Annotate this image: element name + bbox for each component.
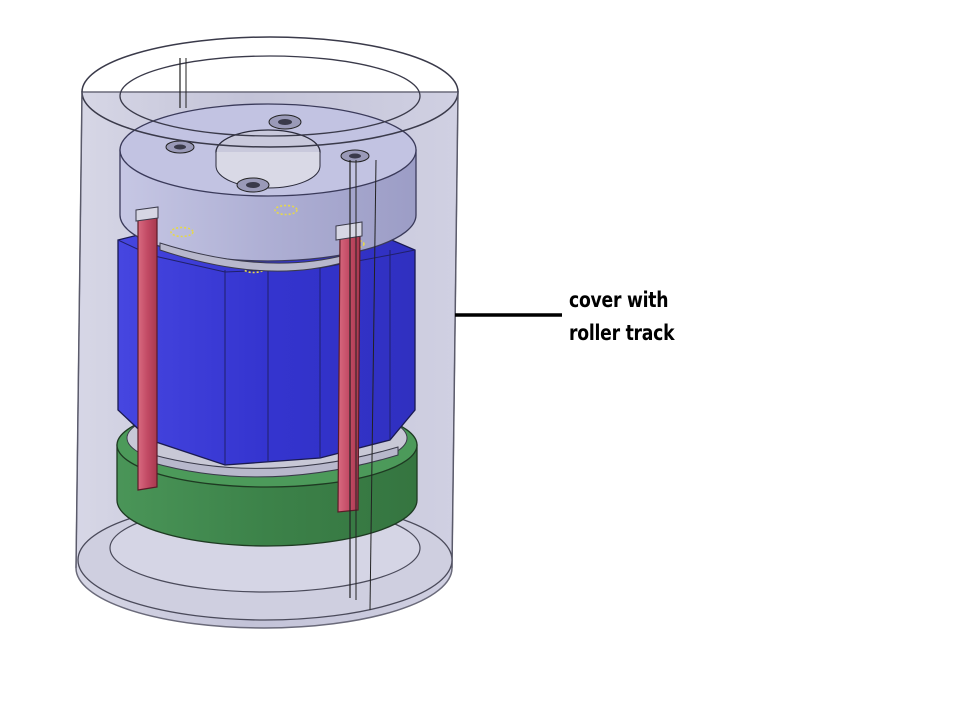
- callout-label-line1: cover with: [569, 288, 669, 312]
- lower-track-band: [149, 446, 399, 478]
- roller-rod-right: [335, 221, 363, 513]
- roller-rod-left: [135, 206, 159, 491]
- callout-label-line2: roller track: [569, 321, 675, 345]
- cover-top-rim: [75, 36, 459, 611]
- callout-label: cover with roller track: [569, 284, 675, 350]
